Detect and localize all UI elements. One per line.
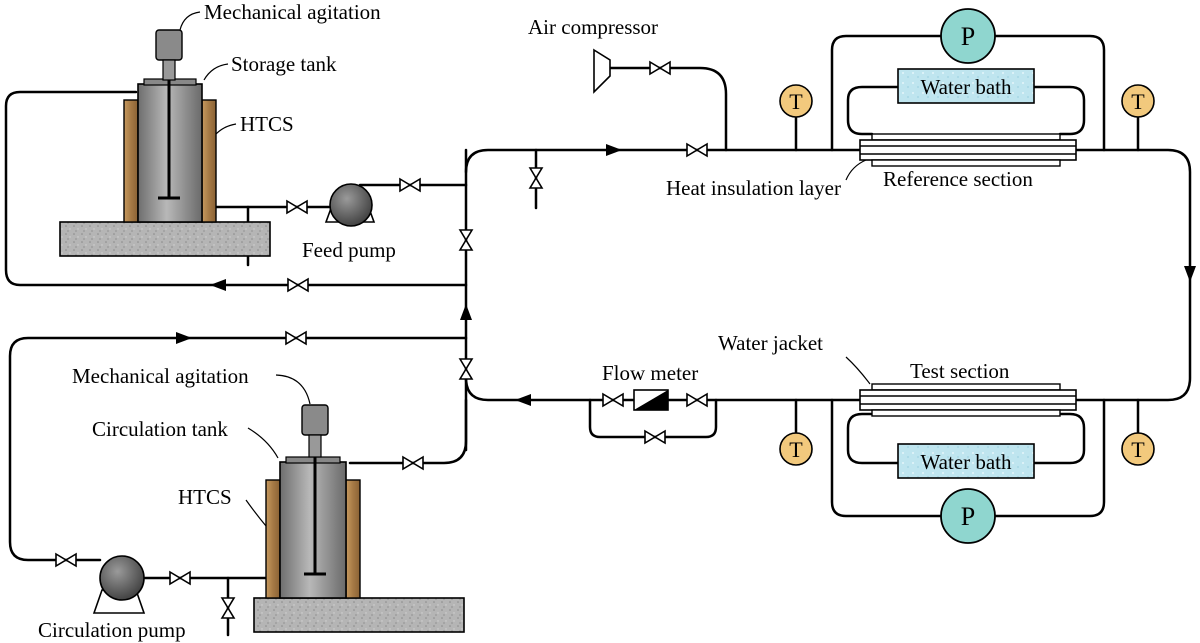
label-flow-meter: Flow meter <box>602 361 698 385</box>
temperature-gauge-label: T <box>1131 437 1145 462</box>
label-test-section: Test section <box>910 359 1010 383</box>
thermometer-top-right: T <box>1121 84 1155 118</box>
flow-meter[interactable] <box>633 389 669 411</box>
water-bath <box>897 443 1035 479</box>
valve-icon[interactable] <box>686 142 708 158</box>
htcs-heater-left <box>123 99 139 223</box>
thermometer-top-left: T <box>779 84 813 118</box>
leader-lines <box>179 11 871 527</box>
circulation-tank-lid <box>285 456 341 464</box>
thermometer-bottom-right: T <box>1121 432 1155 466</box>
flow-meter-indicator <box>634 390 668 410</box>
agitator-coupling <box>308 434 322 458</box>
label-mechanical-agitation-top: Mechanical agitation <box>204 0 381 24</box>
label-feed-pump: Feed pump <box>302 238 396 262</box>
feed-pump[interactable] <box>324 183 376 227</box>
arrow-left-bottom <box>515 394 531 406</box>
valve-icon[interactable] <box>220 597 236 619</box>
test-tube <box>859 389 1077 411</box>
water-jacket <box>871 133 1061 141</box>
label-htcs-bottom: HTCS <box>178 485 232 509</box>
label-water-bath-top: Water bath <box>920 75 1012 99</box>
reference-section <box>859 68 1077 167</box>
agitator-coupling <box>162 59 176 81</box>
valve-icon[interactable] <box>458 229 474 251</box>
valve-icon[interactable] <box>287 277 309 293</box>
label-mechanical-agitation-bottom: Mechanical agitation <box>72 364 249 388</box>
valve-icon[interactable] <box>55 552 77 568</box>
temperature-gauge-label: T <box>789 89 803 114</box>
pump-icon <box>329 183 373 227</box>
valve-icon[interactable] <box>528 167 544 189</box>
label-heat-insulation-layer: Heat insulation layer <box>666 176 841 200</box>
valve-icon[interactable] <box>285 330 307 346</box>
test-section <box>859 383 1077 479</box>
arrow-right-top <box>606 144 622 156</box>
pressure-gauge-top: P <box>940 8 996 64</box>
storage-tank-assembly <box>59 29 271 257</box>
pump-icon <box>99 555 145 601</box>
agitator-motor <box>155 29 183 61</box>
label-htcs-top: HTCS <box>240 112 294 136</box>
water-jacket <box>871 159 1061 167</box>
water-jacket <box>871 383 1061 391</box>
valve-icon[interactable] <box>169 570 191 586</box>
arrow-up-trunk <box>460 304 472 320</box>
htcs-heater-left <box>265 479 281 599</box>
arrow-left-return <box>210 279 226 291</box>
pressure-gauge-label: P <box>961 22 975 51</box>
arrow-down-right <box>1184 266 1196 282</box>
water-bath <box>897 68 1035 104</box>
storage-tank-base <box>59 221 271 257</box>
label-circulation-tank: Circulation tank <box>92 417 228 441</box>
valve-icon[interactable] <box>644 429 666 445</box>
label-circulation-pump: Circulation pump <box>38 618 186 642</box>
valve-icon[interactable] <box>402 455 424 471</box>
circulation-tank-assembly <box>253 404 465 633</box>
label-reference-section: Reference section <box>883 167 1033 191</box>
label-storage-tank: Storage tank <box>231 52 337 76</box>
valve-icon[interactable] <box>399 177 421 193</box>
circulation-tank-base <box>253 597 465 633</box>
pressure-gauge-label: P <box>961 502 975 531</box>
arrow-right-circ <box>176 332 192 344</box>
temperature-gauge-label: T <box>789 437 803 462</box>
agitator-motor <box>301 404 329 436</box>
htcs-heater-right <box>201 99 217 223</box>
label-air-compressor: Air compressor <box>528 15 658 39</box>
valve-icon[interactable] <box>458 358 474 380</box>
thermometer-bottom-left: T <box>779 432 813 466</box>
water-jacket <box>871 409 1061 417</box>
temperature-gauge-label: T <box>1131 89 1145 114</box>
pressure-gauge-bottom: P <box>940 488 996 544</box>
valve-icon[interactable] <box>686 392 708 408</box>
valve-icon[interactable] <box>649 60 671 76</box>
flow-arrows <box>176 144 1196 406</box>
test-tube <box>859 139 1077 161</box>
air-compressor-icon[interactable] <box>593 48 611 94</box>
label-water-bath-bottom: Water bath <box>920 450 1012 474</box>
label-water-jacket: Water jacket <box>718 331 823 355</box>
htcs-heater-right <box>345 479 361 599</box>
valve-icon[interactable] <box>602 392 624 408</box>
valve-icon[interactable] <box>286 199 308 215</box>
labels: Mechanical agitation Storage tank HTCS F… <box>38 0 1033 642</box>
circulation-pump[interactable] <box>92 555 146 614</box>
circulation-tank-body <box>279 461 347 599</box>
